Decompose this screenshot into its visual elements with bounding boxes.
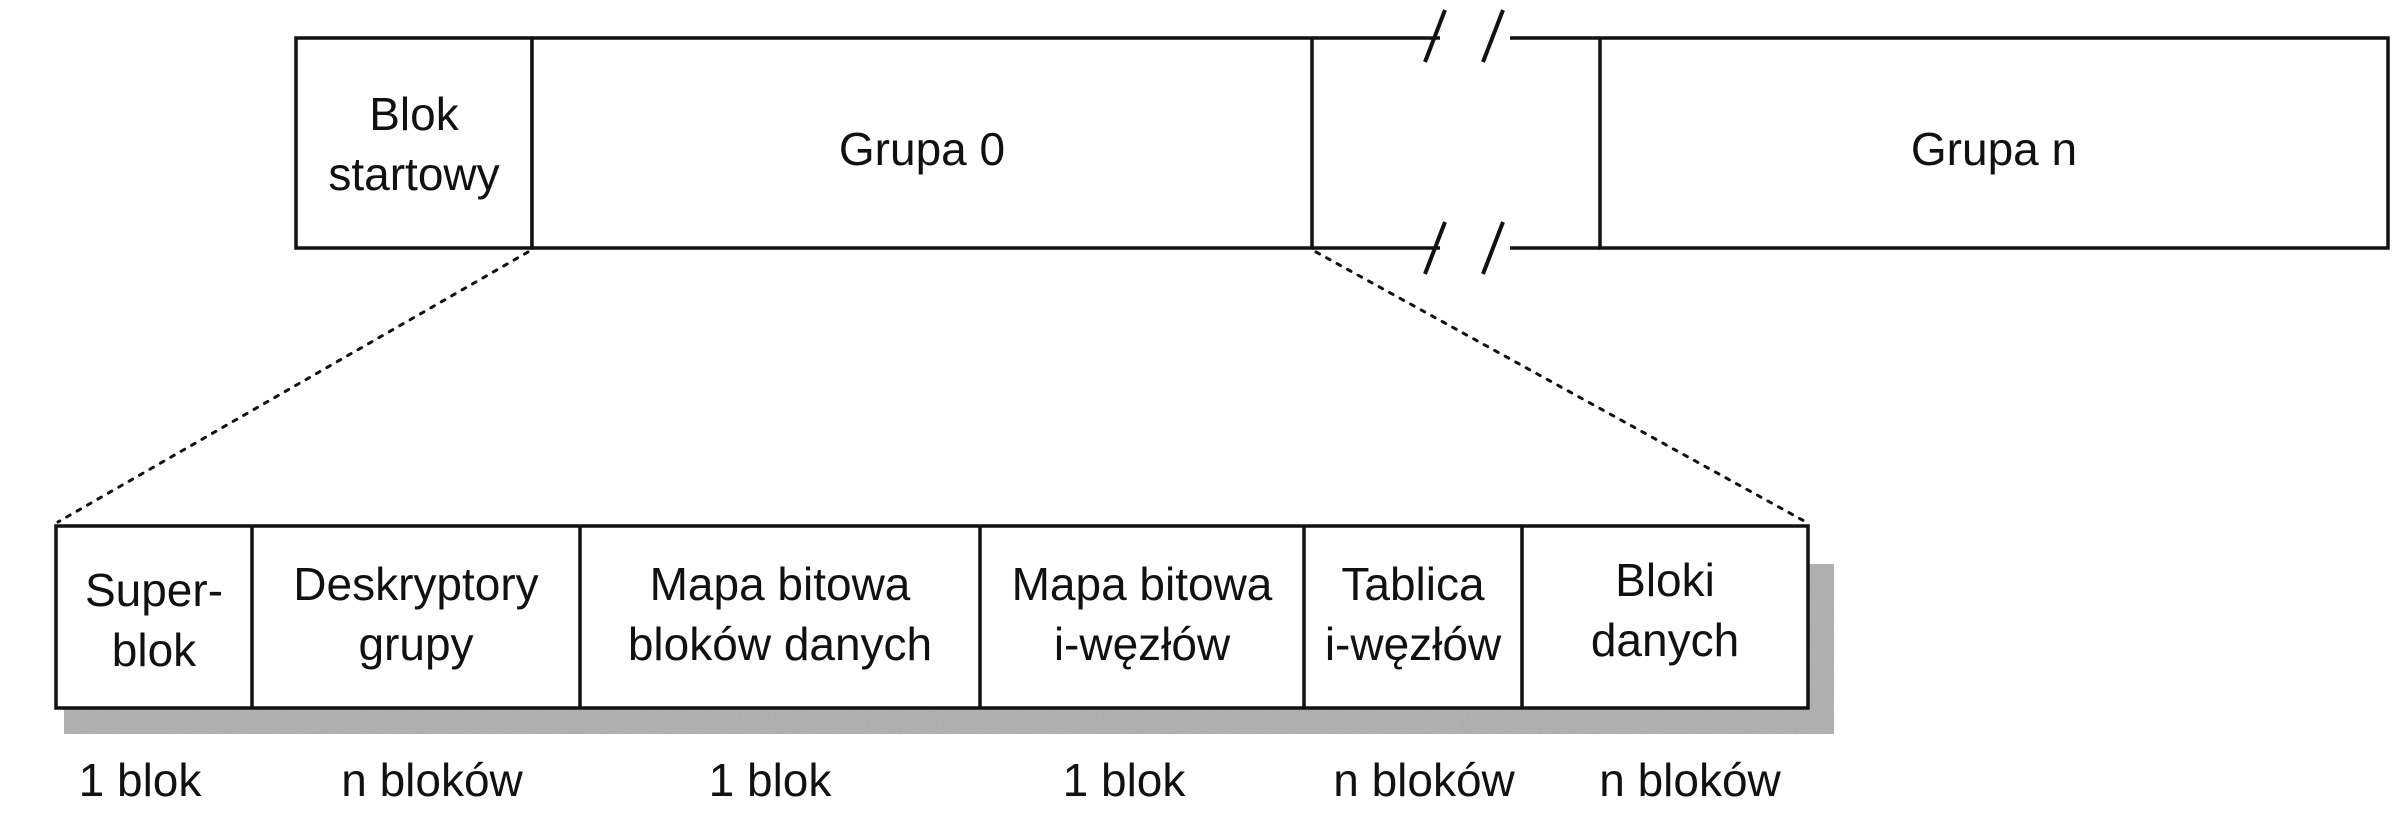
- break-mark-bottom-right: [1481, 221, 1505, 275]
- expansion-line-right: [1314, 250, 1808, 524]
- expansion-lines: [56, 250, 1808, 524]
- data-blocks-size: n bloków: [1599, 754, 1781, 806]
- superblock-label-line2: blok: [112, 624, 197, 676]
- group-detail-frame: [54, 524, 1810, 710]
- group-0-label: Grupa 0: [839, 123, 1005, 175]
- inode-table-label-line2: i-węzłów: [1325, 618, 1502, 670]
- group-0-block: [530, 36, 1314, 250]
- size-labels: 1 blok n bloków 1 blok 1 blok n bloków n…: [79, 754, 1782, 806]
- boot-block: [294, 36, 534, 250]
- group-descriptors-label-line2: grupy: [358, 618, 473, 670]
- block-bitmap-label-line2: bloków danych: [628, 618, 932, 670]
- inode-bitmap-label-line1: Mapa bitowa: [1012, 558, 1273, 610]
- boot-block-label-line2: startowy: [328, 148, 499, 200]
- inode-bitmap-label-line2: i-węzłów: [1054, 618, 1231, 670]
- expansion-line-left: [56, 250, 530, 524]
- superblock-label-line1: Super-: [85, 564, 223, 616]
- block-bitmap-size: 1 blok: [709, 754, 833, 806]
- partition-row: Blok startowy Grupa 0 Grupa n: [294, 9, 2390, 276]
- superblock-size: 1 blok: [79, 754, 203, 806]
- break-mark-top-left: [1423, 9, 1447, 63]
- inode-table-label-line1: Tablica: [1341, 558, 1485, 610]
- group-n-label: Grupa n: [1911, 123, 2077, 175]
- inode-table-size: n bloków: [1333, 754, 1515, 806]
- group-n-block: [1598, 36, 2390, 250]
- data-blocks-label-line1: Bloki: [1615, 554, 1715, 606]
- group-descriptors-size: n bloków: [341, 754, 523, 806]
- break-mark-bottom-left: [1423, 221, 1447, 275]
- inode-bitmap-size: 1 blok: [1063, 754, 1187, 806]
- block-bitmap-label-line1: Mapa bitowa: [650, 558, 911, 610]
- boot-block-label-line1: Blok: [369, 88, 459, 140]
- data-blocks-label-line2: danych: [1591, 614, 1739, 666]
- break-mark-top-right: [1481, 9, 1505, 63]
- group-descriptors-label-line1: Deskryptory: [293, 558, 538, 610]
- group-detail-row: Super- blok Deskryptory grupy Mapa bitow…: [54, 524, 1834, 734]
